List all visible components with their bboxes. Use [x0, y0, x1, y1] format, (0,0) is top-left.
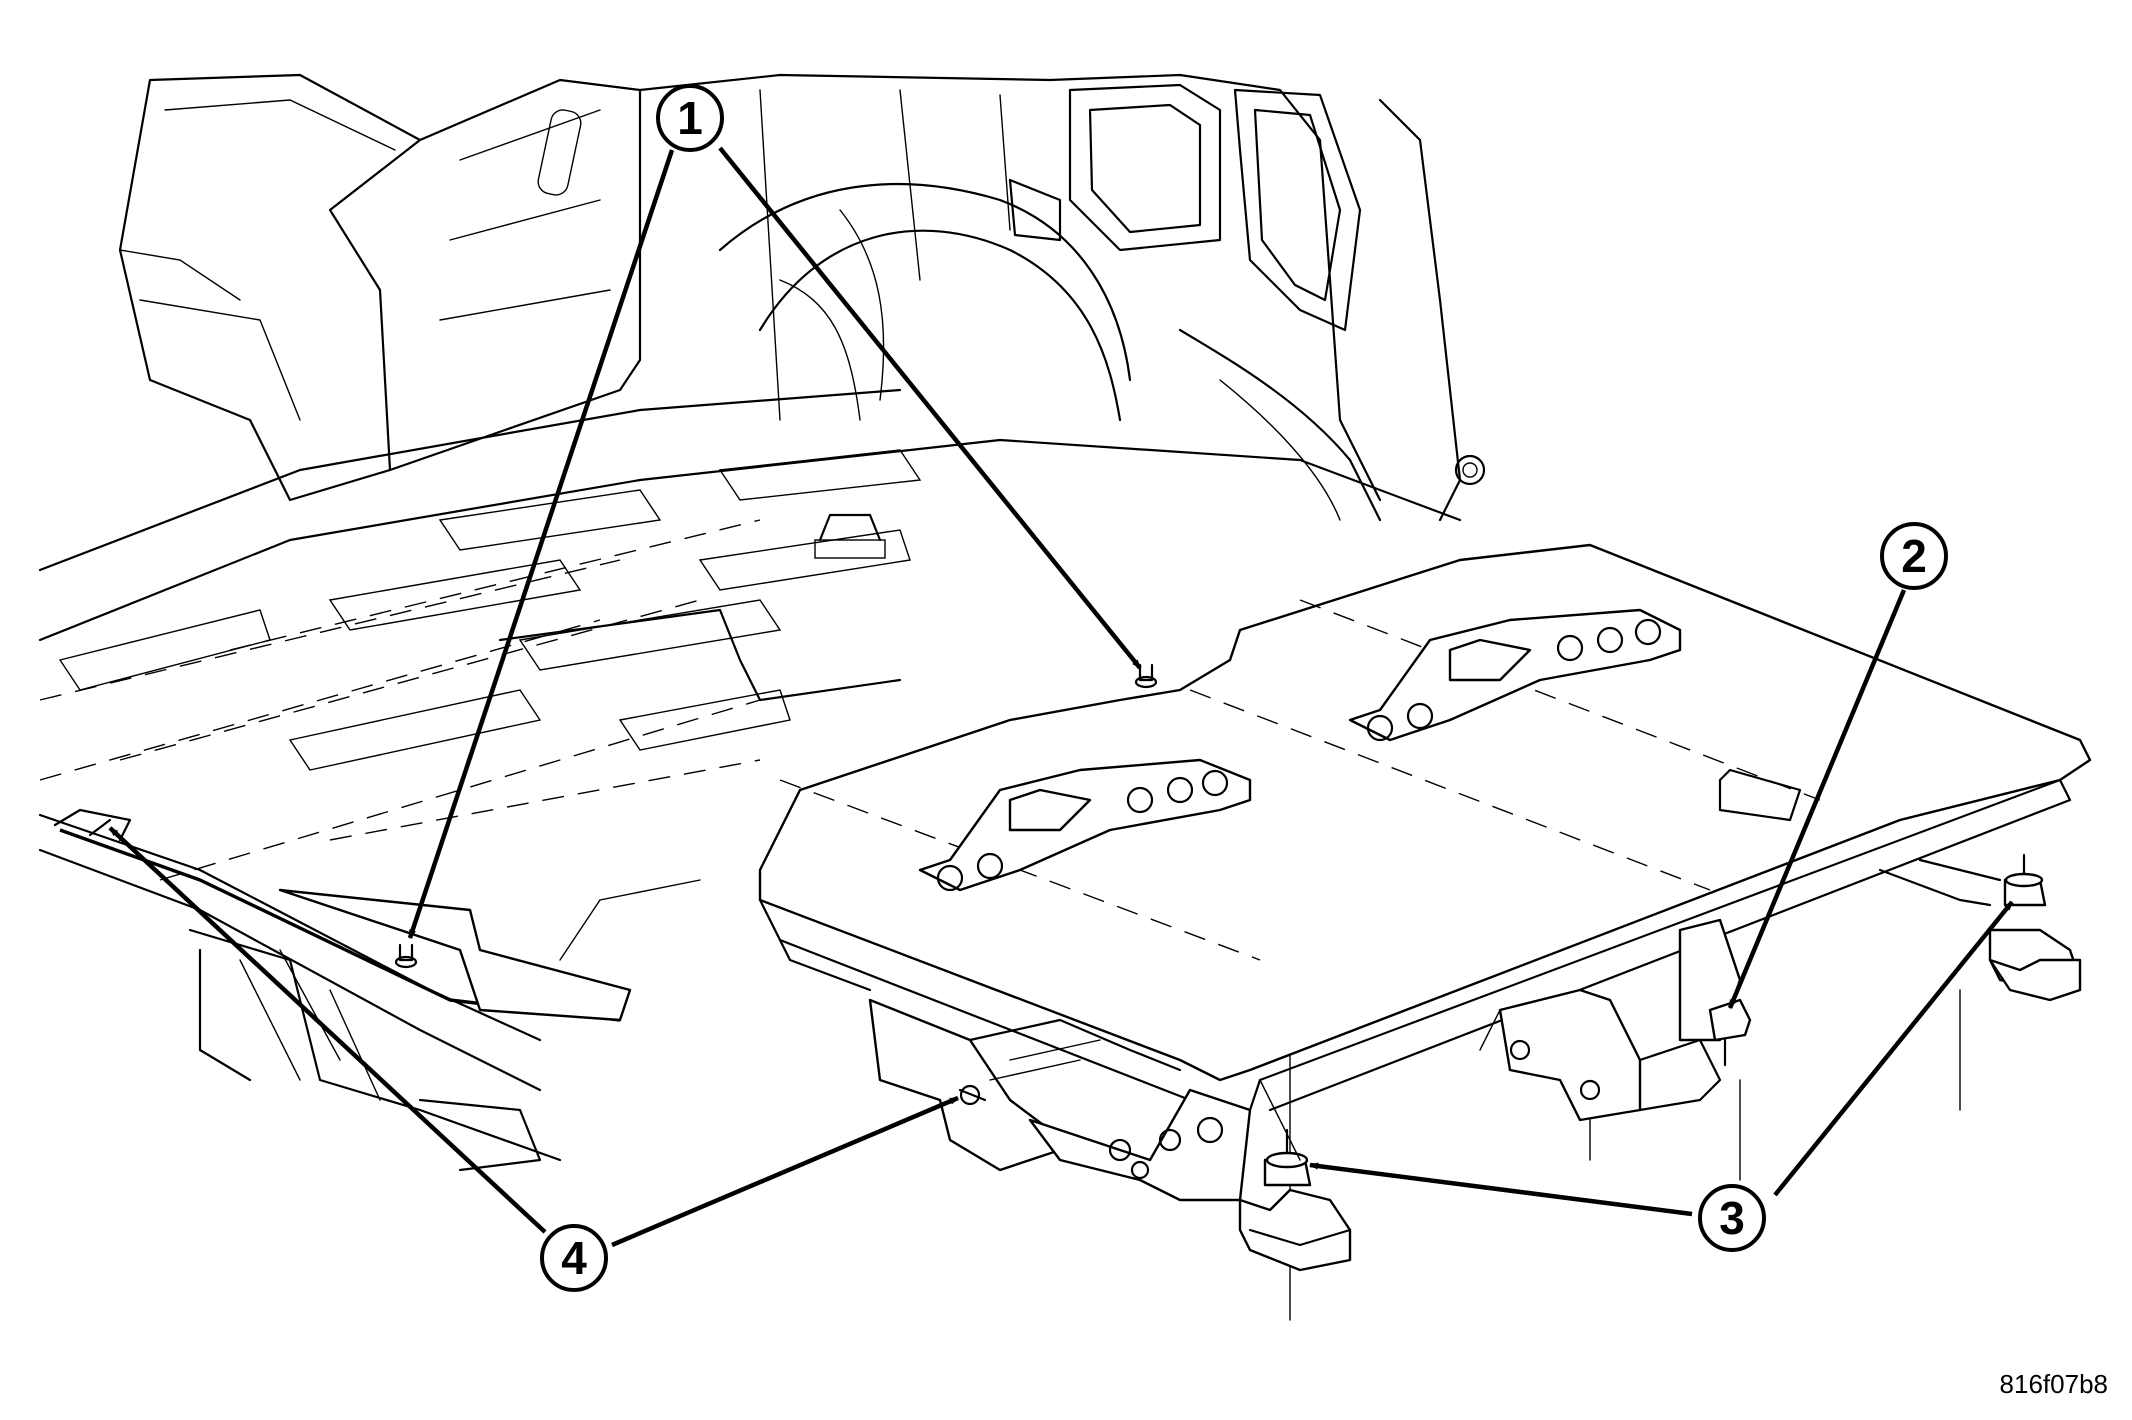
callout-1: 1: [656, 84, 724, 152]
figure-code: 816f07b8: [1999, 1369, 2108, 1399]
callout-2: 2: [1880, 522, 1948, 590]
floor-pan: [38, 388, 1961, 1321]
seat-riser-brackets: [868, 853, 2082, 1272]
leader-3b: [1773, 900, 2014, 1197]
leader-2: [1727, 589, 1907, 1009]
leader-lines: [108, 146, 2014, 1248]
callout-1-label: 1: [677, 92, 703, 144]
folded-seat-assembly: [758, 543, 2092, 1112]
leader-1a: [407, 149, 675, 939]
callout-4: 4: [540, 1224, 608, 1292]
leader-4b: [611, 1095, 959, 1248]
leader-1b: [718, 146, 1142, 670]
leader-3a: [1309, 1162, 1693, 1217]
callout-4-label: 4: [561, 1232, 587, 1284]
callout-3-label: 3: [1719, 1192, 1745, 1244]
callout-2-label: 2: [1901, 530, 1927, 582]
vehicle-body-background: [118, 73, 1486, 522]
leader-4a: [108, 826, 547, 1234]
callout-3: 3: [1698, 1184, 1766, 1252]
